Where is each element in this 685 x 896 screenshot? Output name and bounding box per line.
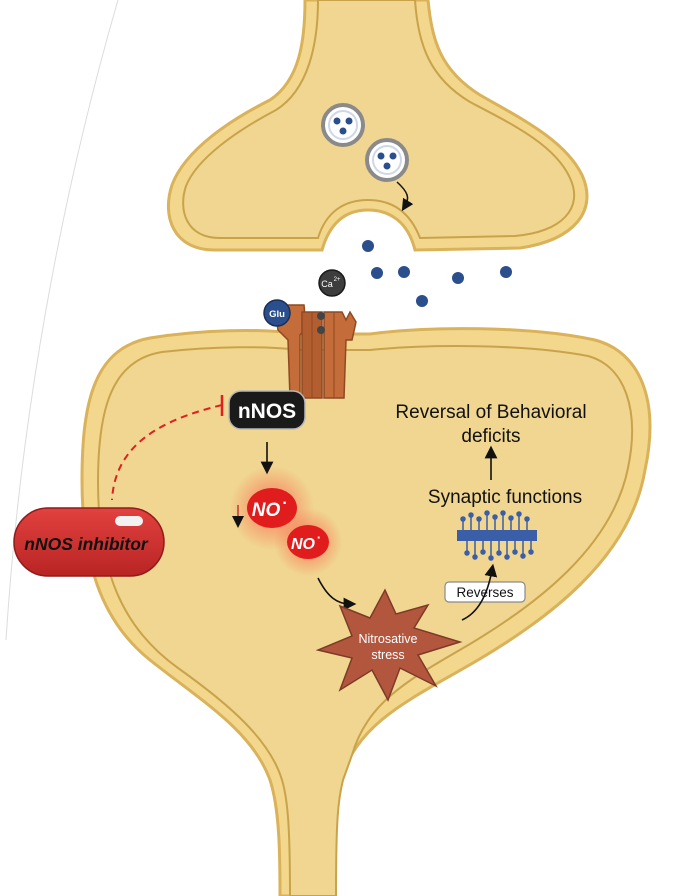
glutamate-bound: Glu <box>263 299 291 327</box>
no-radical-1: · <box>282 495 287 512</box>
calcium-superscript: 2+ <box>334 277 341 283</box>
nitrosative-label-line2: stress <box>371 648 404 662</box>
nitrosative-label-line1: Nitrosative <box>358 632 417 646</box>
no-label-1: NO <box>252 500 281 521</box>
calcium-label: Ca <box>321 279 333 289</box>
synaptic-functions-label: Synaptic functions <box>428 487 582 508</box>
inhibitor-label: nNOS inhibitor <box>24 534 149 554</box>
nnos-label: nNOS <box>238 400 296 423</box>
synaptic-structure-icon <box>457 510 537 561</box>
inhibition-dashed-line <box>111 404 223 501</box>
presynaptic-inner <box>182 0 576 240</box>
reverses-tag: Reverses <box>444 581 526 603</box>
no-radical-2: · <box>317 530 321 545</box>
release-arrow <box>396 181 414 212</box>
nnos-enzyme: nNOS <box>228 390 306 430</box>
nitrosative-stress-burst: Nitrosative stress <box>315 588 463 702</box>
glutamate-molecules <box>362 240 512 307</box>
no-label-2: NO <box>291 536 316 553</box>
arrow-no-to-stress <box>317 577 357 611</box>
reversal-label-line1: Reversal of Behavioral <box>395 402 586 423</box>
nnos-inhibitor-pill: nNOS inhibitor <box>13 507 165 577</box>
arrow-stress-to-synapse <box>461 563 498 621</box>
vesicle-1 <box>321 103 365 147</box>
calcium-ion: Ca 2+ <box>318 269 346 297</box>
background-arc <box>5 0 119 641</box>
vesicle-2 <box>365 138 409 182</box>
reversal-label-line2: deficits <box>461 426 520 447</box>
glu-label: Glu <box>269 309 285 320</box>
nitric-oxide-2: NO · <box>274 508 342 576</box>
